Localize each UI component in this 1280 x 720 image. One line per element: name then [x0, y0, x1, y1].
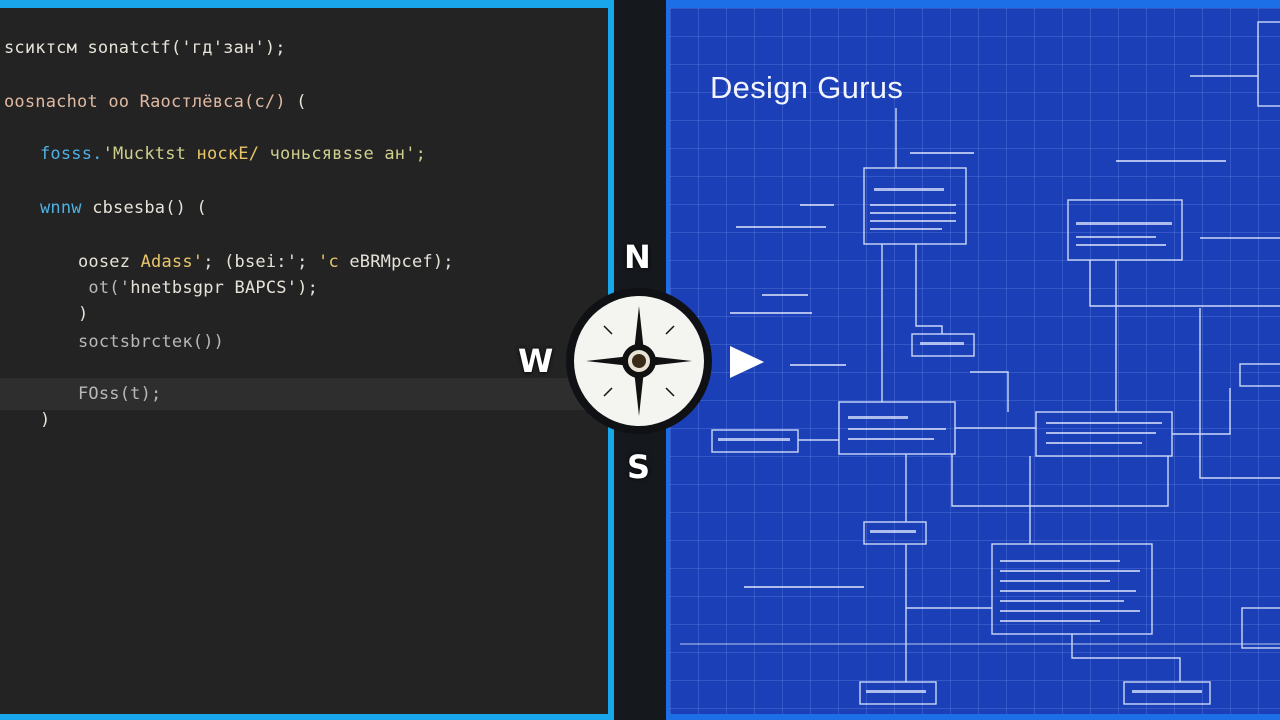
diagram-box — [1257, 21, 1280, 107]
code-token: носкЕ/ — [196, 144, 260, 164]
code-token: 'Mucktst — [102, 144, 187, 164]
code-line: sсиктсм sonatctf('гд'зан'); — [0, 38, 286, 58]
diagram-box — [863, 521, 927, 545]
code-token: BAPCS' — [234, 278, 298, 298]
code-editor-panel: sсиктсм sonatctf('гд'зан'); oosnachot oo … — [0, 0, 614, 720]
code-token: (bsei: — [224, 252, 287, 272]
diagram-box — [1241, 607, 1280, 649]
code-token: eBRMpcef — [349, 252, 433, 272]
code-line: oosnachot oo Rаостлёвсa(c/) ( — [0, 92, 307, 112]
code-line: FOss(t); — [0, 378, 608, 410]
code-token: чоньсявssе — [269, 144, 374, 164]
code-token — [82, 198, 92, 218]
diagram-box — [863, 167, 967, 245]
code-token — [339, 252, 349, 272]
code-token: hnetbsgpr — [130, 278, 225, 298]
code-token: oosnachot — [4, 92, 98, 112]
code-token: ) — [40, 410, 51, 430]
code-token: ан'; — [373, 144, 427, 164]
code-line: soctsbrcteк()) — [0, 332, 224, 352]
code-token — [259, 144, 269, 164]
blueprint-panel: Design Gurus — [666, 0, 1280, 720]
code-token: ); — [297, 278, 319, 298]
code-token: ot(' — [78, 278, 131, 298]
code-token: 'с — [318, 252, 339, 272]
blueprint-diagram — [680, 21, 1280, 705]
code-line: ) — [0, 304, 88, 324]
blueprint-title: Design Gurus — [710, 70, 904, 105]
compass-south-label: S — [627, 448, 651, 486]
code-token: sonatctf('гд'зан'); — [87, 38, 286, 58]
code-token — [130, 252, 140, 272]
code-token: ; — [203, 252, 225, 272]
code-token — [129, 92, 139, 112]
code-token: ) — [78, 304, 89, 324]
play-arrow-icon — [730, 346, 764, 378]
code-token: oosez — [78, 252, 131, 272]
code-token: soctsbrcteк() — [78, 332, 214, 352]
code-token: Rаостлёвсa(c/) — [139, 92, 286, 112]
code-line: wnnw cbsesba() ( — [0, 198, 207, 218]
compass-icon — [566, 288, 712, 434]
code-token: fosss. — [40, 144, 103, 164]
code-token: '; — [286, 252, 319, 272]
code-token: Adass' — [140, 252, 204, 272]
code-token: ( — [186, 198, 207, 218]
compass-west-label: W — [518, 342, 554, 380]
code-token: oo — [108, 92, 130, 112]
code-token: ; — [151, 384, 162, 404]
code-token: sсиктсм — [4, 38, 78, 58]
diagram-box — [911, 333, 975, 357]
diagram-box — [1123, 681, 1211, 705]
compass-star-icon — [586, 306, 692, 416]
diagram-box — [1067, 199, 1183, 261]
compass-face — [574, 296, 704, 426]
code-token — [224, 278, 234, 298]
code-token: ) — [213, 332, 225, 352]
code-line: ) — [0, 410, 50, 430]
code-token — [77, 38, 87, 58]
diagram-box — [1239, 363, 1280, 387]
code-line: ot('hnetbsgpr BAPCS'); — [0, 278, 318, 298]
code-token: FOss(t) — [78, 384, 152, 404]
compass-north-label: N — [624, 238, 651, 276]
code-token — [98, 92, 108, 112]
code-line: fosss.'Mucktst носкЕ/ чоньсявssе ан'; — [0, 144, 426, 164]
diagram-box — [711, 429, 799, 453]
code-token: ); — [432, 252, 454, 272]
code-line: oosez Adass'; (bsei:'; 'с eBRMpcef); — [0, 252, 454, 272]
code-token: cbsesba() — [92, 198, 187, 218]
code-token: wnnw — [40, 198, 82, 218]
code-token: ( — [285, 92, 307, 112]
diagram-box — [859, 681, 937, 705]
code-token — [186, 144, 196, 164]
